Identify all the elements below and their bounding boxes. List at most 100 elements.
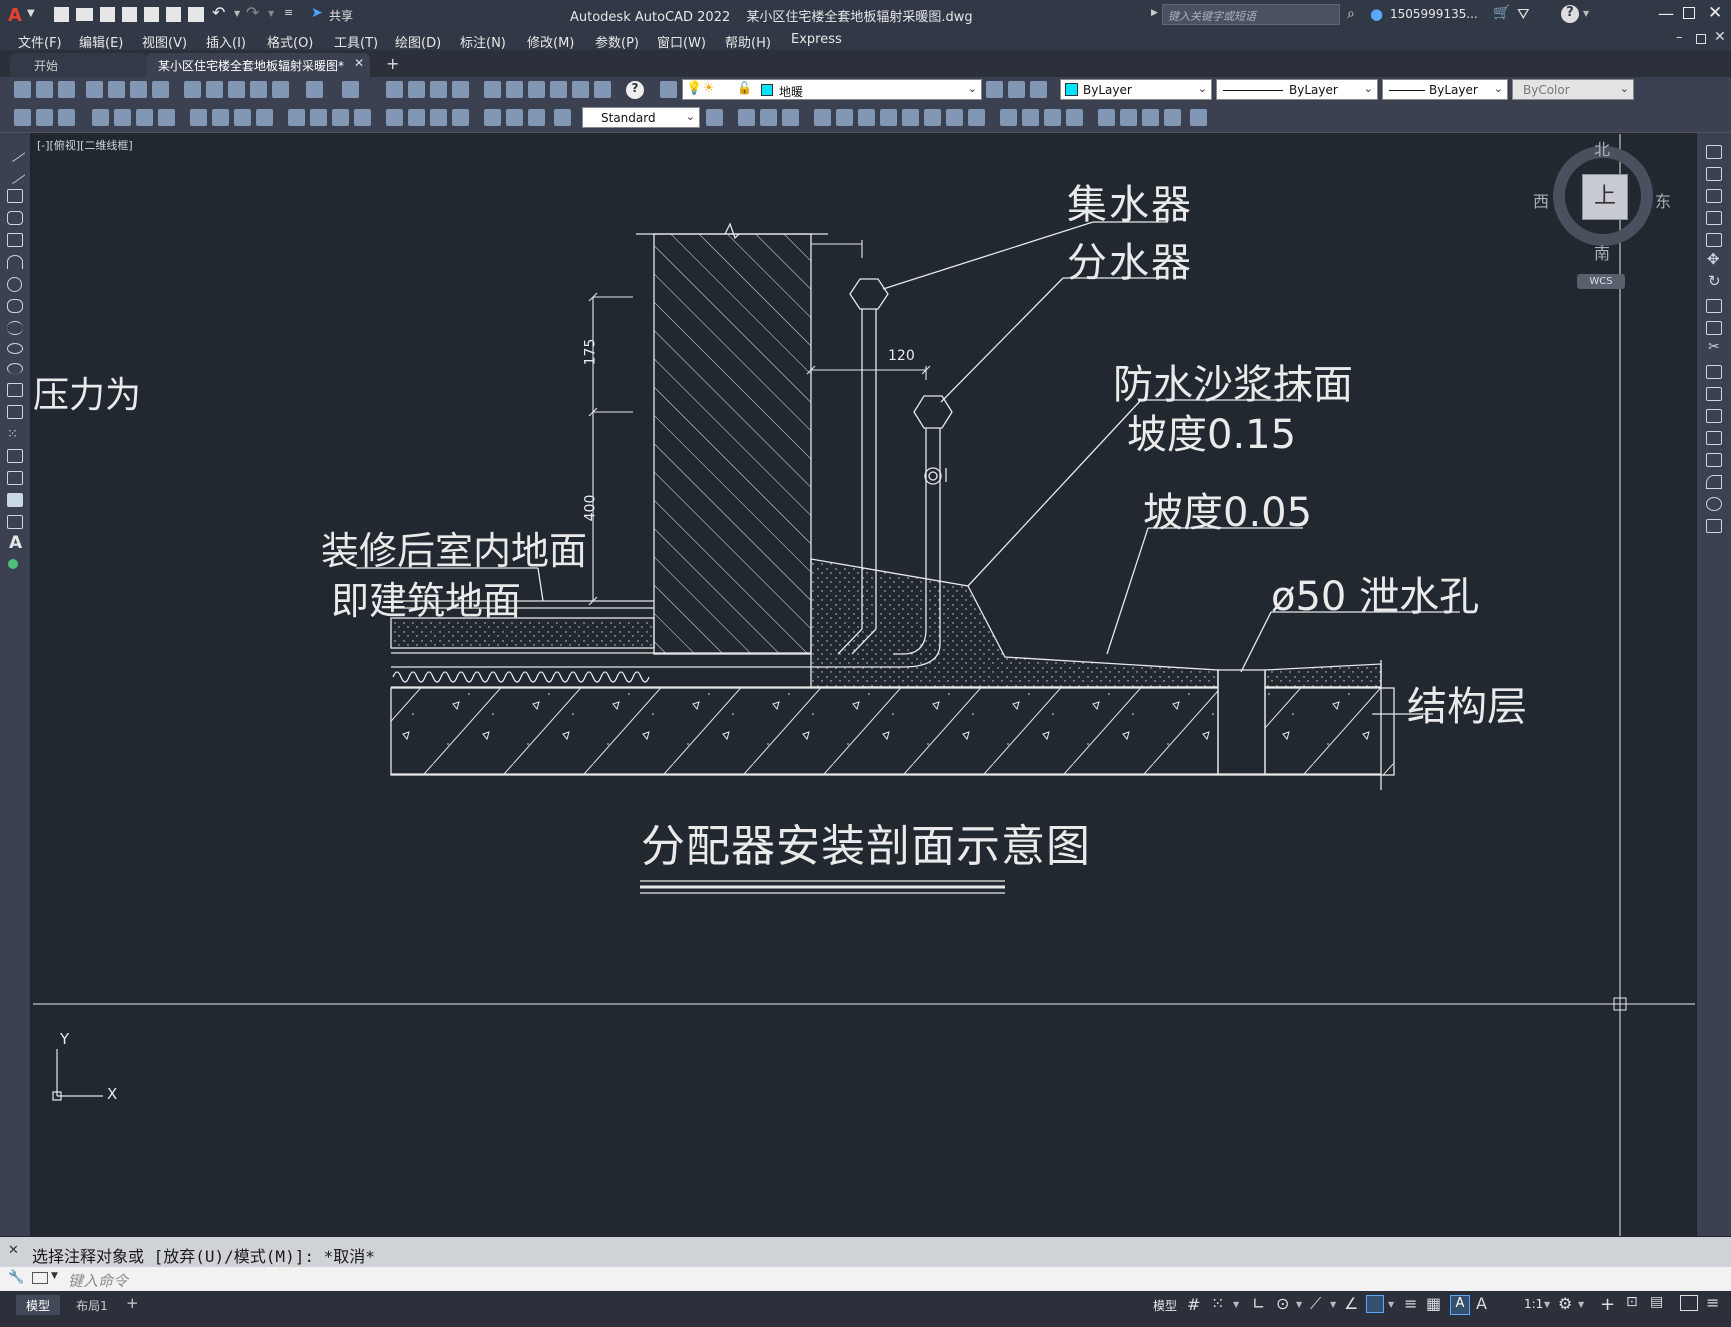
undo-icon[interactable]: ↶ <box>212 3 226 22</box>
hatch-icon[interactable] <box>7 449 23 463</box>
units-icon[interactable]: ⊡ <box>1626 1294 1638 1310</box>
object-snap-tracking-icon[interactable]: ∠ <box>1344 1294 1359 1313</box>
modify-copy-icon[interactable] <box>836 109 853 126</box>
dim-style-icon[interactable] <box>506 109 523 126</box>
command-recent-icon[interactable] <box>32 1272 48 1284</box>
dim-continue-icon[interactable] <box>256 109 273 126</box>
add-layout-button[interactable]: + <box>126 1294 139 1312</box>
annotation-monitor-icon[interactable]: + <box>1600 1294 1616 1315</box>
pan-icon[interactable] <box>386 81 403 98</box>
dim-reassociate-icon[interactable] <box>554 109 571 126</box>
insert-block-icon[interactable] <box>7 383 23 397</box>
close-window-icon[interactable]: ✕ <box>1708 3 1723 23</box>
workspace-dropdown-icon[interactable]: ▼ <box>1578 1300 1585 1309</box>
arc-icon[interactable] <box>7 255 23 269</box>
share-icon[interactable]: ➤ <box>311 5 323 21</box>
polar-icon[interactable]: ⊙ <box>1276 1294 1290 1313</box>
app-menu-chevron-icon[interactable]: ▼ <box>27 8 35 19</box>
linetype-dropdown[interactable]: ByLayer ⌄ <box>1216 79 1378 100</box>
modify-extend-icon[interactable] <box>1022 109 1039 126</box>
annotation-scale-dropdown-icon[interactable]: ▼ <box>1544 1300 1551 1309</box>
circle-icon[interactable] <box>7 277 22 292</box>
markup-icon[interactable] <box>572 81 589 98</box>
layer-dropdown-arrow-icon[interactable]: ⌄ <box>967 82 977 95</box>
undo-dropdown-icon[interactable]: ▼ <box>234 9 241 18</box>
modify-explode-icon[interactable] <box>1164 109 1181 126</box>
viewcube-south[interactable]: 南 <box>1594 244 1611 263</box>
tab-close-icon[interactable]: ✕ <box>354 56 365 70</box>
join-icon[interactable] <box>1706 431 1722 445</box>
move-icon[interactable]: ✥ <box>1707 250 1720 268</box>
break-at-point-icon[interactable] <box>1706 387 1722 401</box>
cart-icon[interactable]: 🛒 <box>1493 5 1511 21</box>
sheet-set-icon[interactable] <box>550 81 567 98</box>
text-style-dropdown[interactable]: Standard ⌄ <box>582 107 700 128</box>
draworder-front-icon[interactable] <box>738 109 755 126</box>
make-current-layer-icon[interactable] <box>986 81 1003 98</box>
rectangle-icon[interactable] <box>7 233 23 247</box>
command-input-bar[interactable]: 🔧 ▼ 键入命令 <box>0 1267 1731 1291</box>
chamfer-icon[interactable] <box>1706 453 1722 467</box>
copy-object-icon[interactable] <box>1706 167 1722 181</box>
modify-scale-icon[interactable] <box>946 109 963 126</box>
trim-icon[interactable]: ✂ <box>1708 339 1720 355</box>
search-input[interactable]: 键入关键字或短语 <box>1162 4 1340 25</box>
gradient-icon[interactable] <box>7 471 23 485</box>
quick-access-open-icon[interactable] <box>76 8 93 21</box>
blend-curves-icon[interactable] <box>1706 497 1722 511</box>
stretch-icon[interactable] <box>1706 321 1722 335</box>
menu-modify[interactable]: 修改(M) <box>527 36 575 51</box>
linetype-dropdown-arrow-icon[interactable]: ⌄ <box>1363 82 1373 95</box>
model-space-button[interactable]: 模型 <box>1153 1299 1178 1313</box>
zoom-previous-icon[interactable] <box>452 81 469 98</box>
clean-screen-icon[interactable] <box>1680 1295 1698 1311</box>
point-icon[interactable]: ⁙ <box>7 427 18 442</box>
grid-icon[interactable]: # <box>1187 1295 1201 1314</box>
customization-menu-icon[interactable]: ≡ <box>1706 1293 1720 1312</box>
dim-arc-icon[interactable] <box>58 109 75 126</box>
properties-icon[interactable] <box>484 81 501 98</box>
object-snap-dropdown-icon[interactable]: ▼ <box>1388 1300 1395 1309</box>
modify-move-icon[interactable] <box>814 109 831 126</box>
rotate-icon[interactable]: ↻ <box>1708 272 1721 290</box>
polar-dropdown-icon[interactable]: ▼ <box>1296 1300 1303 1309</box>
tolerance-icon[interactable] <box>332 109 349 126</box>
ellipse-arc-icon[interactable] <box>7 363 23 374</box>
jogged-linear-icon[interactable] <box>408 109 425 126</box>
dim-update-icon[interactable] <box>484 109 501 126</box>
menu-view[interactable]: 视图(V) <box>142 36 188 51</box>
dim-space-icon[interactable] <box>288 109 305 126</box>
dim-diameter-icon[interactable] <box>158 109 175 126</box>
drawing-canvas[interactable]: [-][俯视][二维线框] <box>33 134 1695 1236</box>
plot-preview-icon[interactable] <box>108 81 125 98</box>
table-icon[interactable] <box>7 515 23 529</box>
doc-restore-icon[interactable] <box>1696 34 1706 44</box>
quick-access-publish-icon[interactable] <box>144 7 159 22</box>
mirror-icon[interactable] <box>1706 189 1722 203</box>
polygon-icon[interactable] <box>7 211 23 225</box>
copy-icon[interactable] <box>206 81 223 98</box>
dim-jogged-icon[interactable] <box>136 109 153 126</box>
menu-file[interactable]: 文件(F) <box>18 36 62 51</box>
fillet-icon[interactable] <box>1706 475 1722 489</box>
color-dropdown[interactable]: ByLayer ⌄ <box>1060 79 1212 100</box>
zoom-realtime-icon[interactable] <box>408 81 425 98</box>
isodraft-icon[interactable]: ⟋ <box>1310 1294 1322 1313</box>
design-center-icon[interactable] <box>506 81 523 98</box>
share-button[interactable]: 共享 <box>329 9 354 23</box>
center-mark-icon[interactable] <box>354 109 371 126</box>
make-block-icon[interactable] <box>7 405 23 419</box>
viewcube[interactable]: 上 北 南 西 东 WCS <box>1533 136 1673 296</box>
draworder-back-icon[interactable] <box>760 109 777 126</box>
polyline-icon[interactable] <box>7 189 23 203</box>
annotation-visibility-icon[interactable]: A <box>1450 1295 1470 1315</box>
dim-aligned-icon[interactable] <box>36 109 53 126</box>
menu-express[interactable]: Express <box>791 32 842 47</box>
modify-array-icon[interactable] <box>902 109 919 126</box>
transparency-icon[interactable]: ▦ <box>1426 1294 1442 1313</box>
dim-ordinate-icon[interactable] <box>92 109 109 126</box>
modify-chamfer-icon[interactable] <box>1098 109 1115 126</box>
toolbar-help-icon[interactable]: ? <box>626 81 644 99</box>
line-icon[interactable] <box>4 141 26 163</box>
lineweight-dropdown[interactable]: ByLayer ⌄ <box>1382 79 1508 100</box>
